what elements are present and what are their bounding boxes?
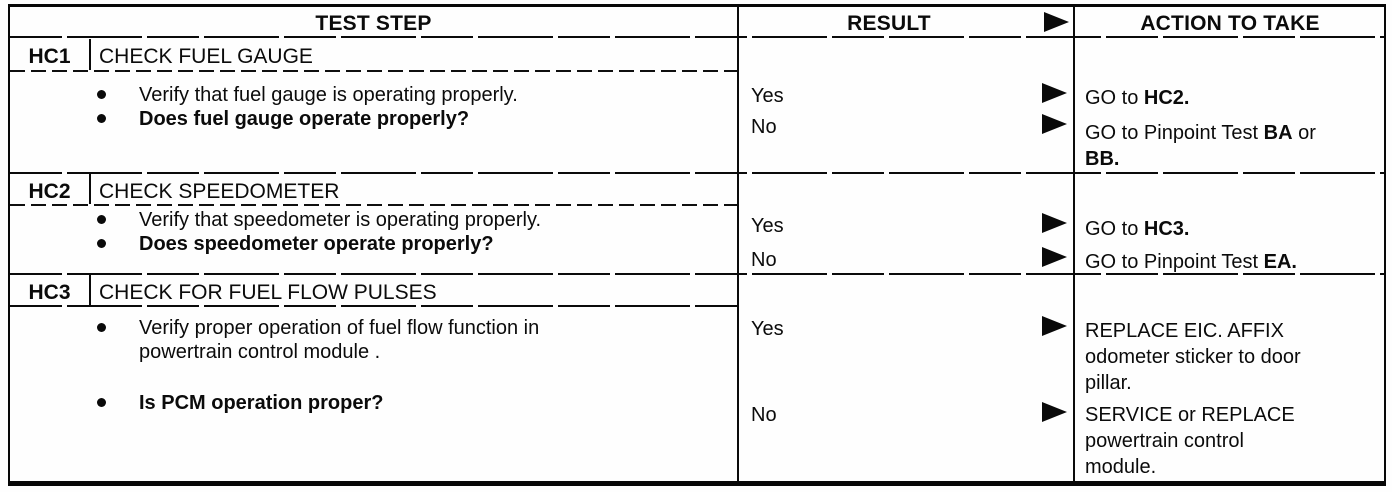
step-question: Does fuel gauge operate properly? (139, 108, 470, 130)
step-question: Does speedometer operate properly? (139, 233, 494, 255)
hc1-title-underline (10, 70, 737, 72)
bullet-icon (97, 215, 106, 224)
result-label: Yes (751, 85, 784, 107)
bullet-icon (97, 239, 106, 248)
table-outer-border (8, 4, 1386, 486)
result-arrow-icon (1042, 247, 1067, 267)
result-label: Yes (751, 215, 784, 237)
action-line: REPLACE EIC. AFFIX (1085, 320, 1284, 342)
action-text: GO to HC2. (1085, 85, 1189, 111)
column-divider-result-action (1073, 7, 1075, 481)
step-question: Is PCM operation proper? (139, 392, 384, 414)
hc2-title-underline (10, 204, 737, 206)
action-line: GO to Pinpoint Test BA or (1085, 122, 1316, 144)
hc1-code-divider (89, 39, 91, 70)
action-line: BB. (1085, 148, 1120, 170)
result-arrow-icon (1042, 402, 1067, 422)
result-label: No (751, 116, 777, 138)
action-line: GO to HC3. (1085, 218, 1190, 240)
column-header-result: RESULT (847, 12, 931, 35)
step-instruction: Verify that speedometer is operating pro… (139, 209, 542, 231)
bullet-icon (97, 398, 106, 407)
step-code: HC3 (28, 281, 71, 304)
step-instruction: Verify proper operation of fuel flow fun… (139, 317, 540, 363)
column-divider-teststep-result (737, 7, 739, 481)
result-label: No (751, 404, 777, 426)
step-title: CHECK SPEEDOMETER (99, 180, 340, 203)
result-arrow-icon (1042, 316, 1067, 336)
column-header-action-to-take: ACTION TO TAKE (1140, 12, 1320, 35)
result-arrow-icon (1042, 114, 1067, 134)
action-text: GO to HC3. (1085, 216, 1189, 242)
row-divider-hc2-hc3 (10, 273, 1384, 275)
step-code: HC1 (28, 45, 71, 68)
action-line: GO to HC2. (1085, 87, 1190, 109)
result-label: No (751, 249, 777, 271)
action-line: odometer sticker to door (1085, 346, 1301, 368)
bullet-icon (97, 90, 106, 99)
result-arrow-icon (1042, 213, 1067, 233)
step-code: HC2 (28, 180, 71, 203)
action-text: GO to Pinpoint Test BA or BB. (1085, 120, 1316, 172)
action-line: SERVICE or REPLACE (1085, 404, 1295, 426)
action-line: pillar. (1085, 372, 1132, 394)
hc2-code-divider (89, 174, 91, 204)
column-header-test-step: TEST STEP (315, 12, 432, 35)
result-arrow-icon (1042, 83, 1067, 103)
action-text: GO to Pinpoint Test EA. (1085, 249, 1297, 275)
result-label: Yes (751, 318, 784, 340)
bullet-icon (97, 114, 106, 123)
action-text: SERVICE or REPLACE powertrain control mo… (1085, 402, 1295, 480)
action-line: module. (1085, 456, 1157, 478)
action-text: REPLACE EIC. AFFIX odometer sticker to d… (1085, 318, 1301, 396)
row-divider-hc1-hc2 (10, 172, 1384, 174)
step-title: CHECK FUEL GAUGE (99, 45, 313, 68)
step-instruction: Verify that fuel gauge is operating prop… (139, 84, 518, 106)
result-header-arrow-icon (1044, 12, 1069, 32)
step-title: CHECK FOR FUEL FLOW PULSES (99, 281, 437, 304)
header-bottom-rule (10, 36, 1384, 38)
action-line: powertrain control (1085, 430, 1244, 452)
action-line: GO to Pinpoint Test EA. (1085, 251, 1297, 273)
hc3-title-underline (10, 305, 737, 307)
hc3-code-divider (89, 275, 91, 305)
bullet-icon (97, 323, 106, 332)
